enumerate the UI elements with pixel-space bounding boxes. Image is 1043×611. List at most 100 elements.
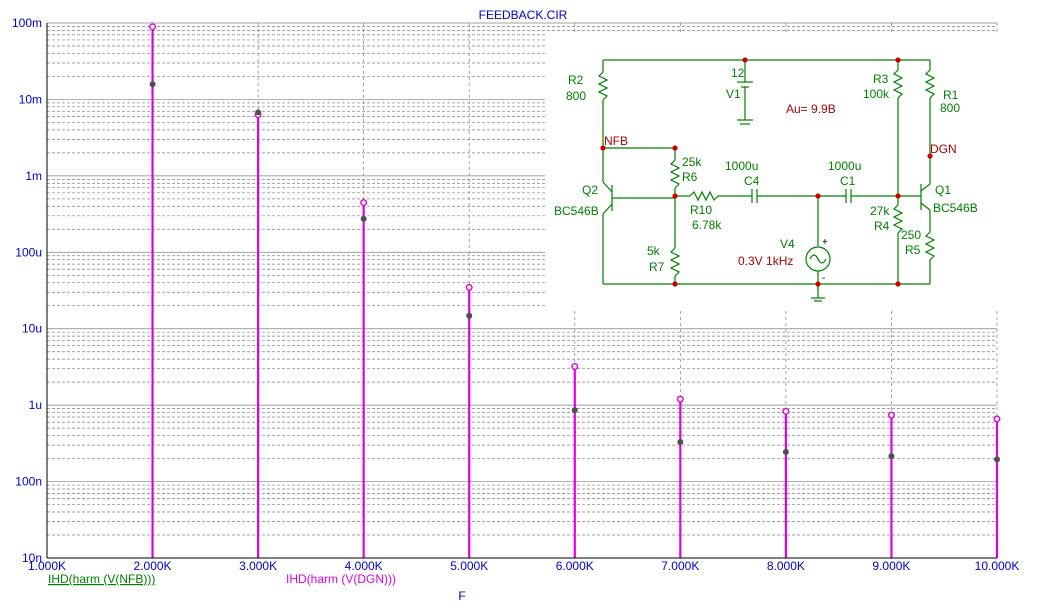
schematic-background — [545, 32, 998, 308]
label-r6: R6 — [682, 170, 698, 184]
label-r5: R5 — [905, 243, 921, 257]
label-r1: R1 — [943, 88, 959, 102]
node-dot — [895, 281, 901, 287]
x-tick-label: 8.000K — [767, 559, 805, 573]
x-tick-label: 10.000K — [975, 559, 1020, 573]
node-dot — [672, 145, 678, 151]
data-stems — [149, 23, 1001, 558]
y-tick-label: 10u — [22, 322, 42, 336]
y-tick-label: 1m — [25, 169, 42, 183]
q2-emitter — [602, 203, 613, 215]
y-tick-label: 1u — [29, 398, 42, 412]
point-dgn — [887, 411, 895, 419]
x-tick-label: 5.000K — [450, 559, 488, 573]
point-dgn — [465, 283, 473, 291]
resistor-r4 — [892, 204, 904, 234]
resistor-r2 — [597, 71, 609, 101]
chart-title: FEEDBACK.CIR — [479, 8, 568, 22]
point-dgn — [571, 363, 579, 371]
x-axis-label: F — [458, 589, 465, 603]
resistor-r5 — [924, 231, 936, 261]
label-r10-value: 6.78k — [692, 218, 722, 232]
node-dot — [672, 193, 678, 199]
label-gain: Au= 9.9B — [786, 102, 836, 116]
node-dot — [927, 153, 933, 159]
x-tick-label: 7.000K — [661, 559, 699, 573]
label-q2: Q2 — [582, 183, 598, 197]
label-r5-value: 250 — [901, 228, 921, 242]
point-nfb — [149, 81, 156, 88]
label-q2-model: BC546B — [554, 204, 599, 218]
label-v4-value: 0.3V 1kHz — [738, 254, 793, 268]
label-c4: C4 — [744, 174, 760, 188]
label-c1: C1 — [840, 174, 856, 188]
source-v4-sine — [809, 254, 827, 264]
label-v4-minus: - — [822, 273, 825, 284]
node-dot — [742, 57, 748, 63]
label-r2-value: 800 — [566, 89, 586, 103]
label-q1-model: BC546B — [933, 201, 978, 215]
node-dot — [815, 193, 821, 199]
node-dot — [672, 281, 678, 287]
label-r7-value: 5k — [647, 244, 661, 258]
point-nfb — [994, 456, 1000, 463]
label-dgn: DGN — [930, 142, 957, 156]
point-nfb — [255, 109, 262, 116]
label-v4-plus: + — [822, 237, 828, 248]
node-dot — [815, 281, 821, 287]
resistor-r1 — [924, 69, 936, 99]
resistor-r6 — [669, 159, 681, 189]
y-tick-label: 100u — [15, 245, 42, 259]
schematic: R2 800 12 V1 Au= 9.9B R3 100k R1 800 NFB… — [545, 32, 998, 308]
label-nfb: NFB — [604, 134, 628, 148]
q1-emitter — [920, 202, 931, 211]
point-dgn — [360, 199, 368, 207]
resistor-r10 — [689, 190, 719, 202]
resistor-r7 — [669, 247, 681, 277]
point-nfb — [888, 453, 895, 460]
q2-collector — [602, 181, 613, 193]
point-dgn — [676, 395, 684, 403]
y-tick-label: 10n — [22, 551, 42, 565]
node-dot — [895, 57, 901, 63]
node-dot — [600, 145, 606, 151]
label-v4: V4 — [780, 237, 795, 251]
label-v1-value: 12 — [731, 66, 745, 80]
x-tick-label: 1.000K — [28, 559, 66, 573]
label-c1-value: 1000u — [828, 159, 861, 173]
label-r1-value: 800 — [940, 101, 960, 115]
legend-dgn: IHD(harm (V(DGN))) — [286, 572, 396, 586]
point-dgn — [782, 407, 790, 415]
x-tick-label: 6.000K — [556, 559, 594, 573]
label-r2: R2 — [568, 73, 584, 87]
legend-nfb: IHD(harm (V(NFB))) — [48, 572, 155, 586]
label-r7: R7 — [649, 260, 665, 274]
point-nfb — [677, 438, 684, 445]
resistor-r3 — [892, 69, 904, 99]
label-r6-value: 25k — [682, 155, 702, 169]
label-v1: V1 — [726, 87, 741, 101]
label-r4: R4 — [874, 219, 890, 233]
point-nfb — [782, 448, 789, 455]
point-nfb — [571, 407, 578, 414]
q1-collector — [920, 183, 931, 192]
point-dgn — [993, 415, 1001, 423]
label-r3: R3 — [873, 72, 889, 86]
label-r3-value: 100k — [863, 87, 890, 101]
x-tick-label: 2.000K — [134, 559, 172, 573]
point-nfb — [360, 215, 367, 222]
label-c4-value: 1000u — [725, 159, 758, 173]
x-tick-label: 4.000K — [345, 559, 383, 573]
point-dgn — [149, 23, 157, 31]
point-nfb — [466, 312, 473, 319]
node-dot — [895, 193, 901, 199]
label-r10: R10 — [690, 203, 712, 217]
y-tick-label: 100n — [15, 475, 42, 489]
label-q1: Q1 — [935, 183, 951, 197]
label-r4-value: 27k — [870, 204, 890, 218]
x-tick-label: 9.000K — [872, 559, 910, 573]
y-tick-label: 100m — [12, 16, 42, 30]
